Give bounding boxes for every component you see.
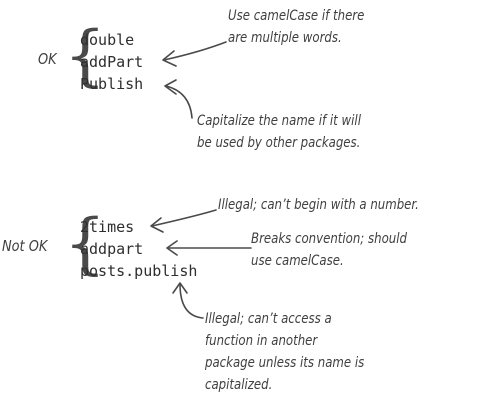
note-access-line-3: package unless its name is: [205, 355, 365, 371]
arrow-camelcase-to-addpart: [163, 41, 227, 61]
ok-name-addpart: addPart: [80, 53, 144, 71]
note-number: Illegal; can’t begin with a number.: [218, 194, 419, 216]
note-camelcase: Use camelCase if there are multiple word…: [228, 5, 364, 49]
arrow-access-to-publish: [179, 283, 204, 319]
arrowhead-number: [150, 217, 164, 233]
note-convention: Breaks convention; should use camelCase.: [251, 228, 407, 272]
note-access-line-1: Illegal; can’t access a: [205, 311, 332, 327]
ok-name-double: double: [80, 31, 135, 49]
ok-label: OK: [38, 50, 57, 68]
not-ok-name-2times: 2times: [80, 218, 135, 236]
not-ok-label: Not OK: [2, 237, 48, 255]
arrow-number-to-2times: [151, 209, 217, 227]
ok-name-publish: Publish: [80, 75, 144, 93]
arrowhead-convention: [166, 240, 178, 256]
not-ok-names-list: 2times addpart posts.publish: [80, 216, 197, 282]
note-capitalize-line-2: be used by other packages.: [197, 135, 361, 151]
not-ok-brace: {: [64, 205, 106, 282]
arrowhead-capitalize: [164, 79, 177, 95]
arrowhead-access: [172, 282, 188, 294]
note-convention-line-1: Breaks convention; should: [251, 231, 407, 247]
note-access: Illegal; can’t access a function in anot…: [205, 308, 364, 396]
not-ok-name-addpart: addpart: [80, 240, 144, 258]
note-capitalize-line-1: Capitalize the name if it will: [197, 113, 361, 129]
note-capitalize: Capitalize the name if it will be used b…: [197, 110, 361, 154]
not-ok-name-posts-publish: posts.publish: [80, 262, 198, 280]
ok-names-list: double addPart Publish: [80, 29, 143, 95]
note-convention-line-2: use camelCase.: [251, 253, 344, 269]
note-camelcase-line-2: are multiple words.: [228, 30, 342, 46]
ok-brace: {: [64, 17, 106, 94]
note-camelcase-line-1: Use camelCase if there: [228, 8, 365, 24]
note-access-line-2: function in another: [205, 333, 318, 349]
arrowhead-camelcase: [162, 50, 177, 67]
arrow-capitalize-to-publish: [165, 85, 193, 119]
note-number-line-1: Illegal; can’t begin with a number.: [218, 197, 419, 213]
note-access-line-4: capitalized.: [205, 377, 273, 393]
